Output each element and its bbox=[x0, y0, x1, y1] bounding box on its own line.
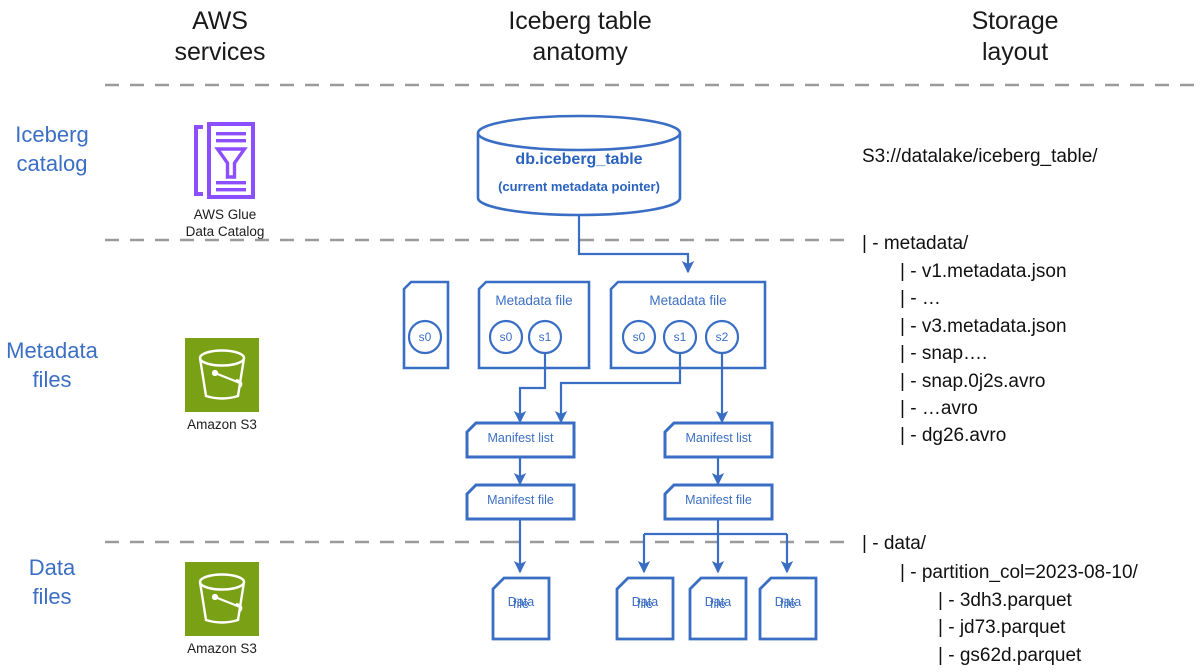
service-caption-line1: Amazon S3 bbox=[187, 417, 257, 432]
snapshot-label-v3-s0: s0 bbox=[632, 330, 646, 344]
column-header-aws-services: AWS services bbox=[120, 6, 320, 68]
snapshot-label-v2-s0: s0 bbox=[499, 330, 513, 344]
storage-metadata-entry: | - dg26.avro bbox=[900, 425, 1007, 446]
service-caption-line1: Amazon S3 bbox=[187, 641, 257, 656]
storage-metadata-entry: | - v1.metadata.json bbox=[900, 261, 1067, 282]
snapshot-label-v2-s1: s1 bbox=[538, 330, 552, 344]
column-header-line1: AWS bbox=[192, 7, 248, 35]
column-header-line1: Storage bbox=[971, 7, 1059, 35]
column-header-line1: Iceberg table bbox=[508, 7, 652, 35]
column-header-line2: layout bbox=[981, 38, 1049, 66]
row-label-line1: Iceberg bbox=[15, 122, 89, 147]
row-label-data-files: Data files bbox=[0, 553, 104, 611]
storage-metadata-entry: | - …avro bbox=[900, 398, 978, 419]
metadata-file-v1-shape bbox=[402, 280, 450, 370]
column-header-line2: services bbox=[174, 38, 266, 66]
service-caption-line1: AWS Glue bbox=[193, 207, 257, 222]
connector-catalog-to-metadata-v3 bbox=[577, 215, 695, 274]
column-header-table-anatomy: Iceberg table anatomy bbox=[460, 6, 700, 68]
row-label-iceberg-catalog: Iceberg catalog bbox=[0, 120, 104, 178]
storage-root-path: S3://datalake/iceberg_table/ bbox=[862, 146, 1098, 167]
data-file-1-label: Data file bbox=[507, 595, 535, 611]
connector-s1-v2-to-manifest-list-left bbox=[513, 353, 547, 424]
service-caption-line2: Data Catalog bbox=[185, 224, 265, 239]
row-label-line1: Metadata bbox=[6, 338, 98, 363]
aws-glue-caption: AWS Glue Data Catalog bbox=[160, 206, 290, 240]
table-name: db.iceberg_table bbox=[515, 151, 643, 168]
aws-glue-icon bbox=[189, 118, 259, 203]
amazon-s3-caption-data: Amazon S3 bbox=[162, 640, 282, 657]
connector-s1-v3-to-manifest-list-left bbox=[554, 353, 682, 424]
row-label-line1: Data bbox=[28, 555, 76, 580]
amazon-s3-icon bbox=[185, 562, 259, 636]
row-label-metadata-files: Metadata files bbox=[0, 336, 104, 394]
row-label-line2: files bbox=[32, 584, 72, 609]
snapshot-label-v1-s0: s0 bbox=[418, 330, 432, 344]
storage-metadata-dir: | - metadata/ bbox=[862, 233, 969, 254]
storage-data-dir: | - data/ bbox=[862, 533, 927, 554]
snapshot-label-v3-s2: s2 bbox=[715, 330, 729, 344]
storage-data-entry: | - gs62d.parquet bbox=[938, 645, 1082, 666]
table-subtitle: (current metadata pointer) bbox=[498, 179, 660, 194]
row-label-line2: catalog bbox=[16, 151, 88, 176]
data-file-2-label: Data file bbox=[631, 595, 659, 611]
data-file-4-label: Data file bbox=[774, 595, 802, 611]
storage-data-entry: | - jd73.parquet bbox=[938, 617, 1066, 638]
storage-data-entry: | - 3dh3.parquet bbox=[938, 590, 1072, 611]
column-header-line2: anatomy bbox=[532, 38, 628, 66]
storage-metadata-entry: | - v3.metadata.json bbox=[900, 316, 1067, 337]
storage-metadata-entry: | - snap.0j2s.avro bbox=[900, 371, 1046, 392]
snapshot-label-v3-s1: s1 bbox=[673, 330, 687, 344]
data-file-3-label: Data file bbox=[704, 595, 732, 611]
storage-partition-dir: | - partition_col=2023-08-10/ bbox=[900, 562, 1138, 583]
column-header-storage-layout: Storage layout bbox=[905, 6, 1125, 68]
row-label-line2: files bbox=[32, 367, 72, 392]
storage-metadata-entry: | - snap…. bbox=[900, 343, 988, 364]
amazon-s3-icon bbox=[185, 338, 259, 412]
amazon-s3-caption-metadata: Amazon S3 bbox=[162, 416, 282, 433]
storage-metadata-entry: | - … bbox=[900, 288, 941, 309]
